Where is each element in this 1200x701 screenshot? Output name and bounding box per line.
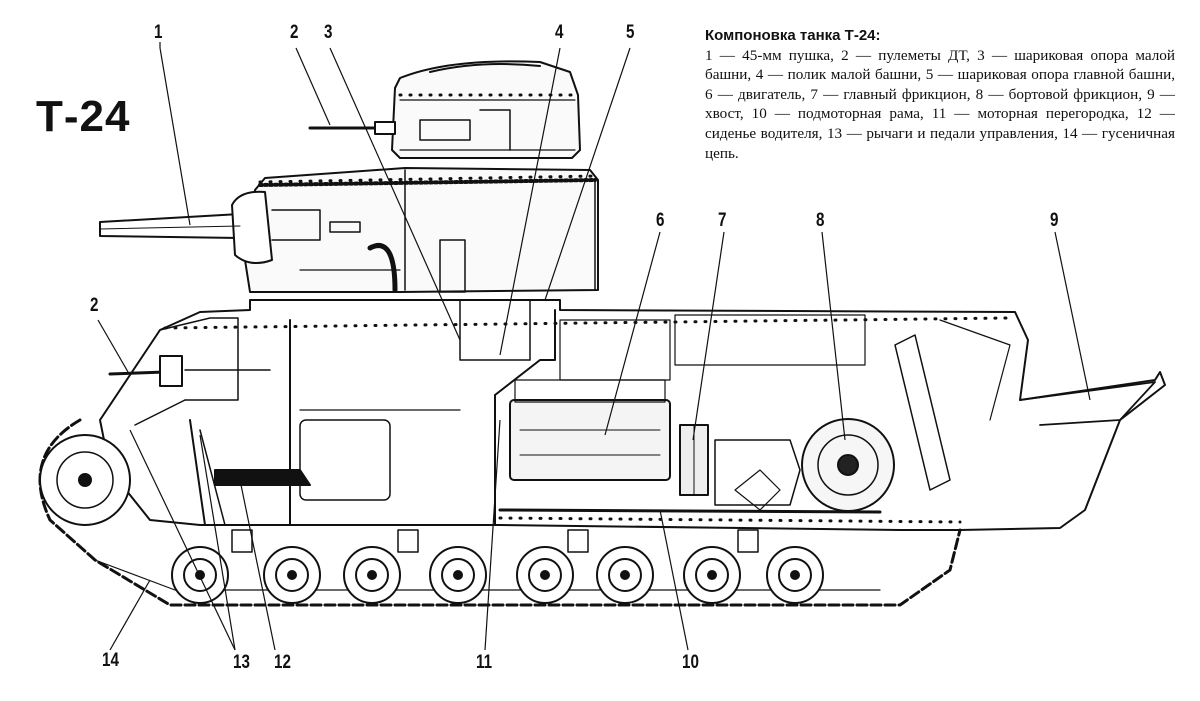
callout-6: 6 <box>656 210 665 231</box>
hull-outline <box>99 299 1166 531</box>
radiator <box>894 334 951 491</box>
engine-subframe <box>498 508 882 514</box>
callout-13: 13 <box>233 652 250 673</box>
diagram-title: Т-24 <box>36 92 131 141</box>
callout-7: 7 <box>718 210 727 231</box>
legend-text: 1 — 45-мм пушка, 2 — пулеметы ДТ, 3 — ша… <box>705 46 1175 162</box>
callout-9: 9 <box>1050 210 1059 231</box>
main-turret <box>244 167 599 293</box>
hull-mg-barrel <box>108 370 167 376</box>
engine-block <box>509 399 671 481</box>
legend-heading: Компоновка танка Т-24: <box>705 27 881 44</box>
callout-8: 8 <box>816 210 825 231</box>
road-wheels <box>171 546 824 604</box>
legend-caption: Компоновка танка Т-24: 1 — 45-мм пушка, … <box>705 26 1175 163</box>
callout-4: 4 <box>555 22 564 43</box>
callout-2-top: 2 <box>290 22 299 43</box>
callout-5: 5 <box>626 22 635 43</box>
control-levers <box>189 419 206 526</box>
turret-floor <box>459 299 531 361</box>
callout-10: 10 <box>682 652 699 673</box>
callout-11: 11 <box>476 652 493 673</box>
small-turret-hatch <box>429 63 541 73</box>
callout-3: 3 <box>324 22 333 43</box>
tail <box>1019 381 1156 426</box>
callout-14: 14 <box>102 650 119 671</box>
callout-12: 12 <box>274 652 291 673</box>
engine-bulkhead <box>494 309 556 396</box>
side-hatch <box>299 419 391 501</box>
callout-2-hull: 2 <box>90 295 99 316</box>
driver-seat <box>214 469 311 486</box>
callout-1: 1 <box>154 22 163 43</box>
gun-mantlet <box>231 190 273 265</box>
